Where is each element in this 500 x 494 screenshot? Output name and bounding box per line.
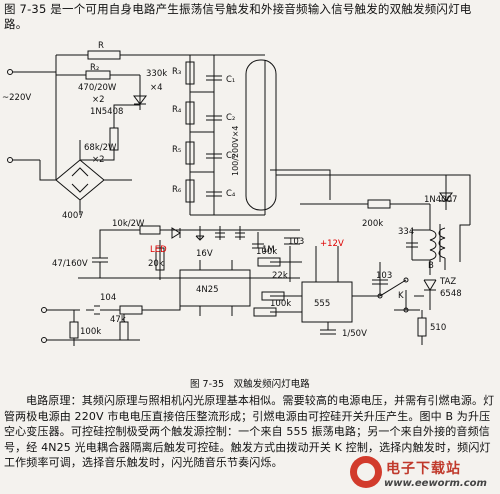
label-zener: 16V [196,249,213,259]
label-c2: C₂ [226,113,235,123]
label-r2-mult: ×2 [92,95,105,105]
body-paragraph: 电路原理：其频闪原理与照相机闪光原理基本相似。需要较高的电源电压，并需有引燃电源… [4,394,495,470]
label-r6: R₆ [172,185,182,195]
figure-caption: 图 7-35 双触发频闪灯电路 [190,379,310,390]
circuit-schematic: ~220V R R₂ 470/20W ×2 1N5408 330k ×4 R₃ … [2,41,471,346]
label-c-334: 334 [398,227,414,237]
label-diode-top: 1N5408 [90,107,123,117]
label-led: LED [150,245,167,255]
label-r-47k: 47k [110,315,126,325]
label-diode-right: 1N4007 [424,195,457,205]
label-bridge-diode: 4007 [62,211,84,221]
watermark-logo [350,456,382,488]
label-taz: TAZ [439,277,456,287]
label-r-510: 510 [430,323,446,333]
watermark: 电子下载站 www.eeworm.com [348,454,498,494]
label-supply: +12V [320,239,344,249]
label-c-104: 104 [100,293,116,303]
label-r-bridge: 68k/2W [84,143,117,153]
label-r-20k: 20k [148,259,164,269]
label-r-100k-b: 100k [270,299,291,309]
label-c4: C₄ [226,189,236,199]
label-r3: R₃ [172,67,181,77]
label-c-103b: 103 [376,271,392,281]
label-opto: 4N25 [196,285,219,295]
watermark-url: www.eeworm.com [384,478,487,489]
label-r3-value: 330k [146,69,167,79]
label-cap-value: 100/200V×4 [231,126,240,177]
label-c1: C₁ [226,75,235,85]
intro-paragraph: 图 7-35 是一个可用自身电路产生振荡信号触发和外接音频输入信号触发的双触发频… [4,2,472,31]
label-b: B [428,261,434,271]
label-c-1-50: 1/50V [342,329,367,339]
label-r-100k-c: 100k [80,327,101,337]
label-r-100k-a: 100k [256,247,277,257]
label-r-10k: 10k/2W [112,219,145,229]
label-r4: R₄ [172,105,182,115]
label-c3: C₃ [226,151,235,161]
label-ic555: 555 [314,299,330,309]
label-scr: 6548 [440,289,462,299]
label-r-bridge-mult: ×2 [92,155,105,165]
label-r-200k: 200k [362,219,383,229]
label-r-22k: 22k [272,271,288,281]
label-r3-mult: ×4 [150,83,163,93]
label-r2: R₂ [90,63,99,73]
label-r2-value: 470/20W [78,83,117,93]
label-r1: R [98,41,104,51]
watermark-title: 电子下载站 [386,461,461,477]
label-c-103a: 103 [288,237,304,247]
label-k: K [398,291,404,301]
label-cap-filter: 47/160V [52,259,88,269]
label-r5: R₅ [172,145,181,155]
label-c-1m: 1M [262,245,275,255]
label-ac-source: ~220V [2,93,31,103]
